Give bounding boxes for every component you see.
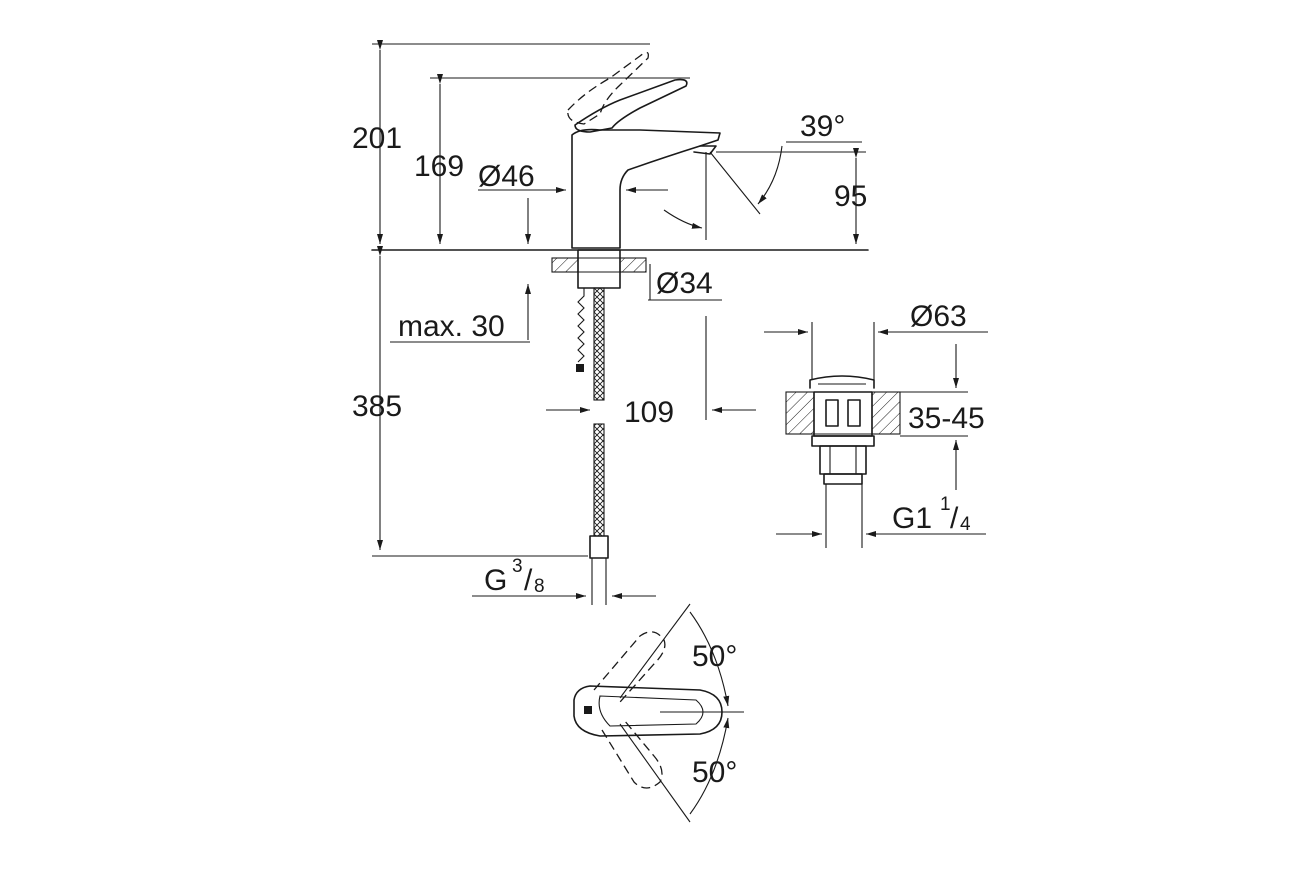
waste-cap: [809, 375, 875, 389]
top-indicator: [584, 706, 592, 714]
top-lever-left: [593, 631, 666, 703]
chain-stopper: [576, 364, 584, 372]
hose-connector: [589, 535, 609, 559]
deck-hatch-right: [619, 257, 647, 273]
deck-hatch-left: [551, 257, 579, 273]
hose-lower: [593, 423, 605, 537]
label-g38-den: 8: [534, 576, 545, 597]
label-39deg: 39°: [800, 110, 845, 143]
ref-line-lower: [619, 723, 691, 823]
mount-nut: [577, 249, 621, 289]
lever-open-dashed: [567, 51, 649, 125]
spout-angle-line: [709, 151, 761, 215]
hose-upper: [593, 287, 605, 401]
dim-39-arc: [757, 145, 783, 205]
angle-arc-lower: [689, 717, 730, 815]
faucet-top-view: 50° 50°: [573, 603, 744, 823]
angle-arc-upper: [689, 611, 730, 707]
lever-closed: [574, 78, 688, 133]
label-g114-den: 4: [960, 514, 971, 535]
waste-body: [813, 391, 873, 437]
basin-hatch-left: [785, 391, 815, 435]
waste-valve: Ø63 35-45 G1 1 / 4: [764, 300, 988, 548]
label-max30: max. 30: [398, 310, 505, 343]
top-lever-inner: [598, 695, 704, 727]
waste-slot-left: [825, 399, 839, 427]
waste-thread: [823, 473, 863, 485]
label-169: 169: [414, 150, 464, 183]
dim-39-arc-lower: [663, 209, 703, 229]
spout-aerator: [693, 145, 717, 155]
label-3545: 35-45: [908, 402, 985, 435]
ref-line-upper: [619, 603, 691, 699]
label-201: 201: [352, 122, 402, 155]
waste-slot-right: [847, 399, 861, 427]
faucet-side-view: 201 169 Ø46 max. 30 Ø34 385 109 G 3 /: [352, 40, 869, 605]
label-g38-main: G: [484, 564, 507, 597]
faucet-body: [571, 128, 721, 249]
chain: [577, 288, 585, 363]
label-g114-main: G1: [892, 502, 932, 535]
waste-nut: [819, 445, 867, 475]
label-50-lower: 50°: [692, 756, 737, 789]
waste-washer: [811, 435, 875, 447]
label-d46: Ø46: [478, 160, 535, 193]
top-lever-right: [601, 719, 663, 789]
label-g114-slash: /: [950, 502, 959, 535]
label-d63: Ø63: [910, 300, 967, 333]
label-109: 109: [624, 396, 674, 429]
label-g114-num: 1: [940, 494, 951, 515]
label-95: 95: [834, 180, 867, 213]
basin-hatch-right: [871, 391, 901, 435]
top-lever-closed: [573, 685, 723, 737]
label-g38-slash: /: [524, 564, 533, 597]
label-385: 385: [352, 390, 402, 423]
label-d34: Ø34: [656, 267, 713, 300]
label-50-upper: 50°: [692, 640, 737, 673]
label-g38-num: 3: [512, 556, 523, 577]
